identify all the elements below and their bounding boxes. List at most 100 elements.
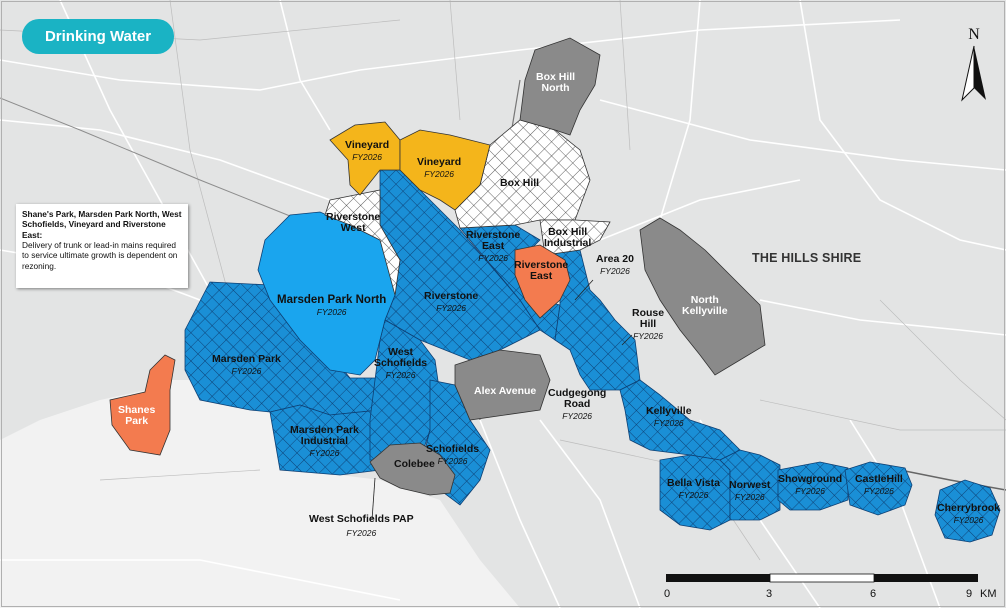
colebee-name: Colebee bbox=[394, 458, 435, 470]
scale-tick-0: 0 bbox=[664, 588, 671, 600]
riverstone-west-area[interactable] bbox=[324, 189, 401, 296]
west-schofields-pap-name: West Schofields PAP bbox=[309, 513, 414, 525]
scale-bar: 0 3 6 9 KM bbox=[662, 570, 997, 604]
west-schofields-pap-label: West Schofields PAP FY2026 bbox=[309, 513, 414, 539]
castlehill-name: CastleHill bbox=[855, 473, 903, 485]
alex-avenue-name: Alex Avenue bbox=[474, 385, 537, 397]
alex-avenue-area[interactable] bbox=[454, 349, 551, 421]
bella-vista-year: FY2026 bbox=[678, 490, 709, 501]
marsden-park-industrial-year: FY2026 bbox=[309, 448, 340, 459]
west-schofields-pap-year: FY2026 bbox=[346, 528, 377, 539]
riverstone-name: Riverstone bbox=[424, 290, 479, 302]
highway bbox=[899, 469, 1006, 491]
rouse-hill-name: Rouse Hill bbox=[632, 307, 665, 331]
cherrybrook-year: FY2026 bbox=[953, 515, 984, 526]
colebee-label: Colebee bbox=[394, 458, 435, 470]
north-kellyville-name: North Kellyville bbox=[682, 294, 728, 318]
cherrybrook-area[interactable] bbox=[934, 479, 1001, 543]
west-schofields-year: FY2026 bbox=[385, 370, 416, 381]
marsden-park-year: FY2026 bbox=[231, 366, 262, 377]
rouse-hill-leader bbox=[621, 334, 633, 346]
rezoning-note: Shane's Park, Marsden Park North, West S… bbox=[16, 204, 188, 288]
showground-name: Showground bbox=[778, 473, 843, 485]
the-hills-shire-label: THE HILLS SHIRE bbox=[752, 251, 862, 265]
shanes-park-label: Shanes Park bbox=[118, 404, 156, 428]
vineyard-west-name: Vineyard bbox=[345, 139, 390, 151]
riverstone-west-label: Riverstone West bbox=[326, 211, 380, 234]
norwest-name: Norwest bbox=[729, 479, 771, 491]
shanes-park-name: Shanes Park bbox=[118, 404, 156, 428]
scale-tick-3: 3 bbox=[766, 588, 773, 600]
scale-tick-9: 9 bbox=[966, 588, 973, 600]
cudgegong-road-name: Cudgegong Road bbox=[548, 387, 607, 411]
marsden-park-name: Marsden Park bbox=[212, 353, 281, 365]
cudgegong-road-year: FY2026 bbox=[562, 411, 593, 422]
kellyville-name: Kellyville bbox=[646, 405, 692, 417]
drinking-water-badge: Drinking Water bbox=[22, 19, 174, 54]
north-kellyville-area[interactable] bbox=[639, 217, 766, 376]
west-schofields-pap-leader bbox=[371, 477, 376, 521]
riverstone-east-orange-area[interactable] bbox=[514, 244, 571, 319]
showground-area[interactable] bbox=[777, 461, 849, 511]
castlehill-area[interactable] bbox=[844, 461, 913, 516]
vineyard-east-area[interactable] bbox=[399, 129, 491, 211]
alex-avenue-label: Alex Avenue bbox=[474, 385, 537, 397]
kellyville-year: FY2026 bbox=[653, 418, 684, 429]
vineyard-west-year: FY2026 bbox=[352, 152, 382, 163]
riverstone-year: FY2026 bbox=[436, 303, 467, 314]
showground-year: FY2026 bbox=[795, 486, 825, 497]
box-hill-industrial-name: Box Hill Industrial bbox=[544, 226, 592, 250]
river bbox=[0, 97, 301, 221]
riverstone-east-blue-year: FY2026 bbox=[478, 253, 509, 264]
area-20-year: FY2026 bbox=[600, 266, 630, 277]
box-hill-north-name: Box Hill North bbox=[536, 71, 576, 95]
north-kellyville-label: North Kellyville bbox=[682, 294, 728, 318]
note-heading: Shane's Park, Marsden Park North, West S… bbox=[22, 209, 182, 240]
area-20-name: Area 20 bbox=[596, 253, 634, 265]
north-arrow-icon: N bbox=[958, 26, 990, 102]
colebee-area[interactable] bbox=[369, 442, 456, 496]
scale-tick-6: 6 bbox=[870, 588, 877, 600]
scale-unit: KM bbox=[980, 588, 997, 600]
north-letter: N bbox=[968, 26, 980, 43]
compass-arrow-icon bbox=[961, 45, 986, 102]
castlehill-year: FY2026 bbox=[864, 486, 894, 497]
box-hill-north-label: Box Hill North bbox=[536, 71, 576, 95]
schofields-year: FY2026 bbox=[437, 456, 468, 467]
marsden-park-industrial-name: Marsden Park Industrial bbox=[290, 424, 359, 448]
west-schofields-name: West Schofields bbox=[374, 346, 428, 370]
vineyard-west-area[interactable] bbox=[329, 121, 401, 196]
riverstone-east-orange-label: Riverstone East bbox=[514, 259, 568, 282]
schofields-name: Schofields bbox=[426, 443, 480, 455]
bella-vista-name: Bella Vista bbox=[667, 477, 720, 489]
norwest-area[interactable] bbox=[719, 449, 781, 521]
marsden-park-north-year: FY2026 bbox=[316, 307, 347, 318]
note-body: Delivery of trunk or lead-in mains requi… bbox=[22, 240, 178, 271]
box-hill-label: Box Hill bbox=[500, 177, 539, 189]
box-hill-north-area[interactable] bbox=[519, 37, 601, 136]
serviced-areas bbox=[109, 37, 1001, 543]
riverstone-east-blue-name: Riverstone East bbox=[466, 229, 521, 253]
marsden-park-north-name: Marsden Park North bbox=[277, 294, 387, 306]
shanes-park-area[interactable] bbox=[109, 354, 176, 456]
